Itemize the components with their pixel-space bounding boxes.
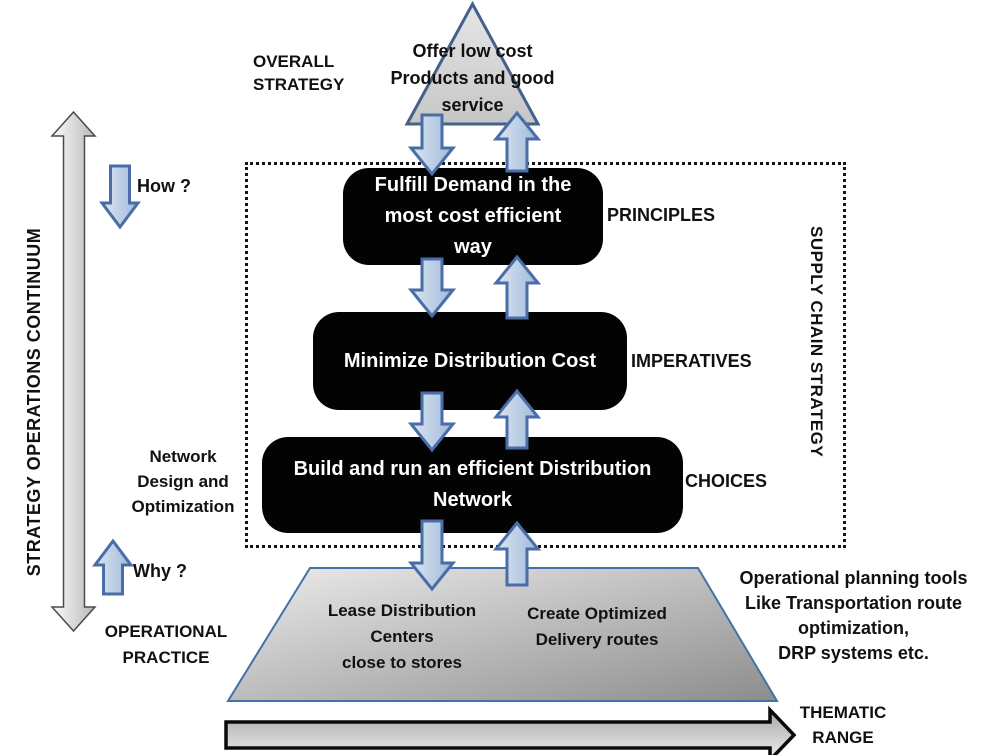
goal-triangle-text: Offer low cost Products and good service bbox=[390, 41, 555, 115]
supply-chain-strategy-dotted-box bbox=[245, 162, 846, 548]
strategy-operations-continuum-label: STRATEGY OPERATIONS CONTINUUM bbox=[24, 227, 44, 577]
thematic-range-label: THEMATIC RANGE bbox=[799, 703, 887, 747]
supply-chain-strategy-label: SUPPLY CHAIN STRATEGY bbox=[807, 226, 826, 458]
imperatives-box: Minimize Distribution Cost bbox=[313, 312, 627, 410]
practice-item-delivery-routes: Create Optimized Delivery routes bbox=[527, 604, 667, 649]
imperatives-label: IMPERATIVES bbox=[631, 351, 752, 371]
practice-item-lease-centers: Lease Distribution Centers close to stor… bbox=[327, 601, 477, 672]
principles-box: Fulfill Demand in the most cost efficien… bbox=[343, 168, 603, 265]
how-label: How ? bbox=[137, 176, 191, 196]
choices-box: Build and run an efficient Distribution … bbox=[262, 437, 683, 533]
operational-practice-label: OPERATIONAL PRACTICE bbox=[104, 622, 228, 667]
principles-label: PRINCIPLES bbox=[607, 205, 716, 225]
principles-box-text: Fulfill Demand in the most cost efficien… bbox=[374, 174, 572, 258]
choices-box-text: Build and run an efficient Distribution … bbox=[293, 458, 652, 511]
operational-planning-tools-note: Operational planning tools Like Transpor… bbox=[739, 568, 968, 663]
network-design-note: Network Design and Optimization bbox=[131, 447, 235, 516]
why-label: Why ? bbox=[133, 561, 187, 581]
choices-label: CHOICES bbox=[685, 471, 768, 491]
imperatives-box-text: Minimize Distribution Cost bbox=[343, 349, 597, 372]
overall-strategy-label: OVERALL STRATEGY bbox=[253, 52, 345, 94]
